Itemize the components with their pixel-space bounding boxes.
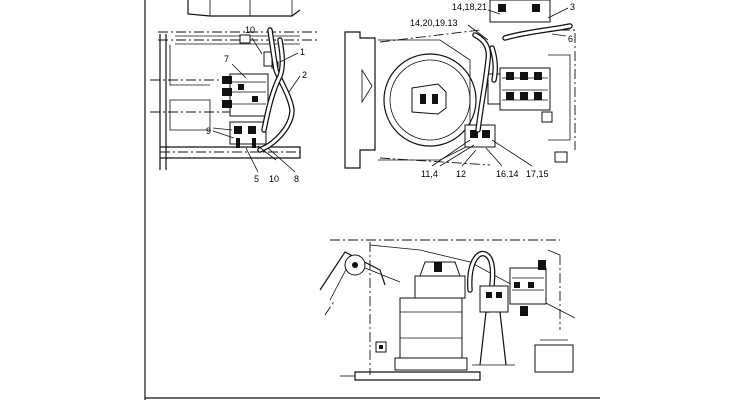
callout-right-top-5: 12 <box>456 169 466 179</box>
callout-left-0: 10 <box>245 25 255 35</box>
callout-left-7: 8 <box>294 174 299 184</box>
page-frame <box>144 0 600 400</box>
callout-right-top-1: 3 <box>570 2 575 12</box>
callout-right-top-6: 16.14 <box>496 169 519 179</box>
callout-right-top-3: 6 <box>568 34 573 44</box>
left-view: 10 1 7 2 9 5 10 8 <box>150 0 320 184</box>
callout-left-3: 2 <box>302 70 307 80</box>
bottom-view <box>319 239 576 381</box>
callout-left-6: 10 <box>269 174 279 184</box>
callout-left-4: 9 <box>206 126 211 136</box>
callout-left-5: 5 <box>254 174 259 184</box>
callout-right-top-2: 14,20,19.13 <box>410 18 458 28</box>
right-top-view: 14,18,21 3 14,20,19.13 6 11,4 12 16.14 1… <box>344 0 576 179</box>
callout-right-top-4: 11,4 <box>421 169 438 179</box>
callout-left-1: 1 <box>300 47 305 57</box>
callout-right-top-0: 14,18,21 <box>452 2 487 12</box>
callout-left-2: 7 <box>224 54 229 64</box>
callout-right-top-7: 17,15 <box>526 169 549 179</box>
